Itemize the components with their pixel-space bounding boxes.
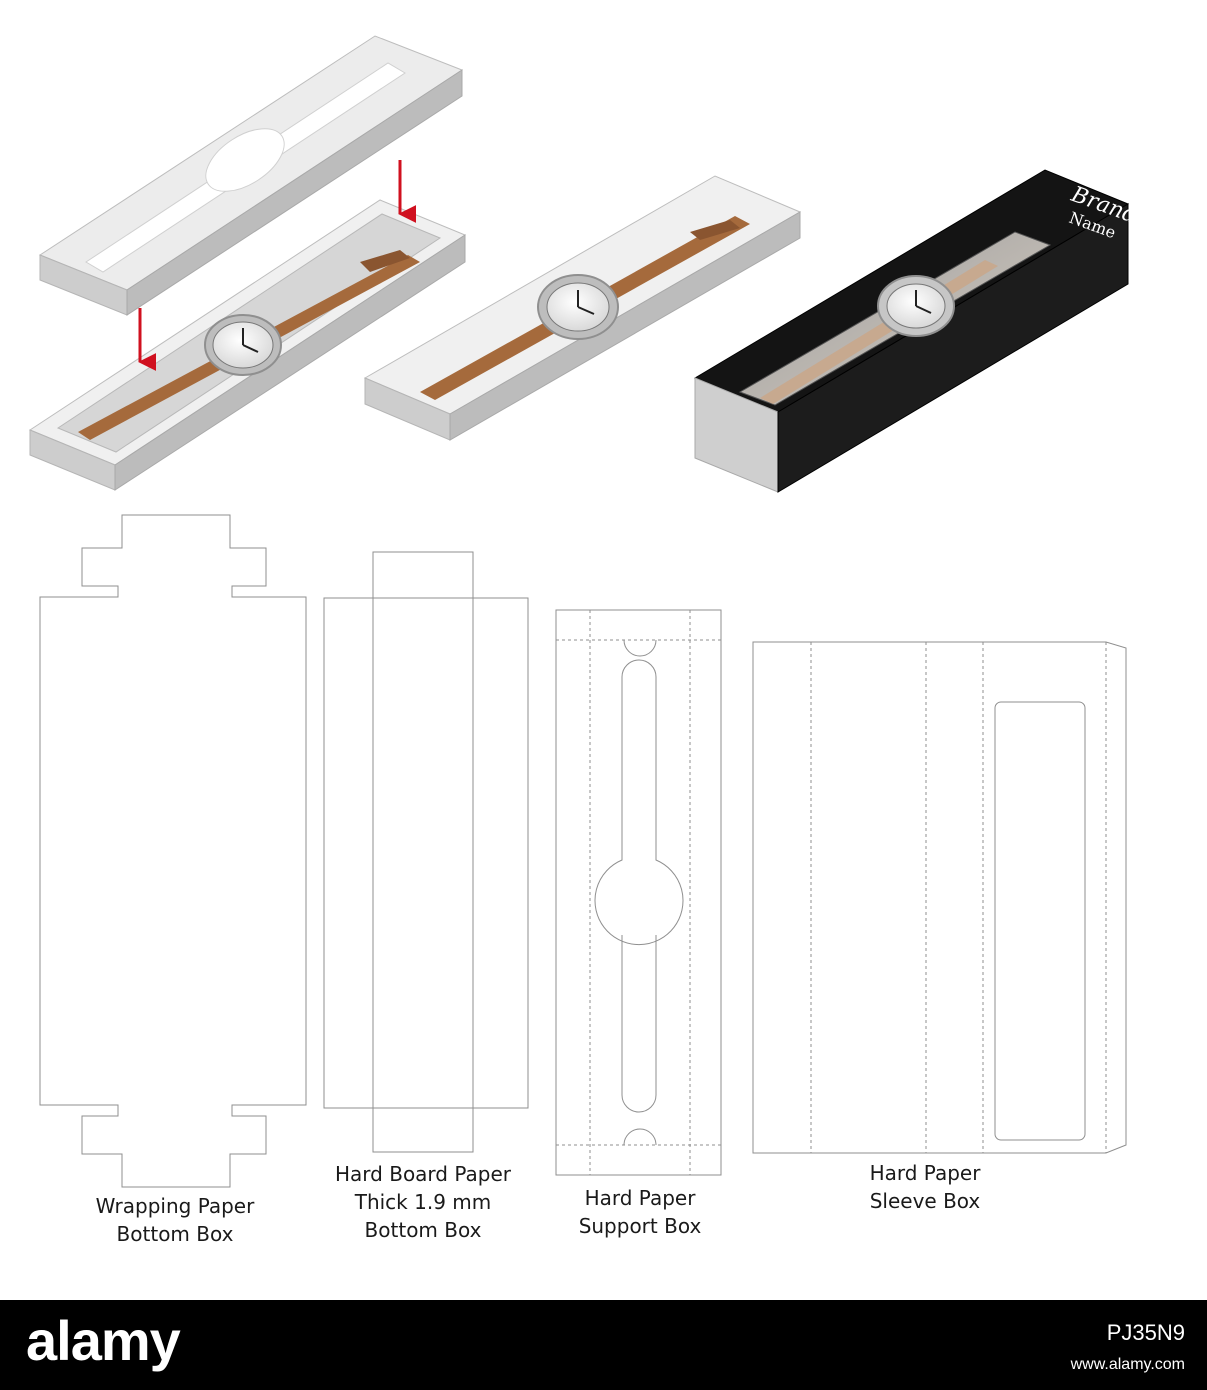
caption-line: Bottom Box	[116, 1222, 234, 1246]
assembled-support-box	[363, 175, 802, 441]
sleeve-box: Brand Name	[693, 169, 1140, 493]
caption-line: Bottom Box	[364, 1218, 482, 1242]
caption-wrapping-paper: Wrapping Paper Bottom Box	[60, 1192, 290, 1248]
caption-line: Hard Paper	[869, 1161, 981, 1185]
open-bottom-box	[28, 160, 467, 491]
lid-watch-cutout	[205, 128, 285, 192]
caption-line: Thick 1.9 mm	[354, 1190, 492, 1214]
watch-face	[204, 314, 282, 376]
caption-sleeve-box: Hard Paper Sleeve Box	[830, 1159, 1020, 1215]
support-watch-face	[537, 274, 619, 340]
lid-box	[38, 35, 464, 316]
watermark-url: www.alamy.com	[1070, 1356, 1185, 1373]
sleeve-window-cutout	[994, 701, 1086, 1141]
watermark-image-id: PJ35N9	[1106, 1320, 1185, 1345]
caption-line: Wrapping Paper	[95, 1194, 255, 1218]
dieline-support-box	[555, 609, 722, 1176]
watermark-footer: alamy PJ35N9 www.alamy.com	[0, 1300, 1207, 1390]
caption-line: Sleeve Box	[869, 1189, 981, 1213]
dieline-wrapping-paper	[39, 514, 307, 1188]
caption-line: Support Box	[578, 1214, 702, 1238]
sleeve-watch-face	[877, 275, 955, 337]
support-strap-cutout	[594, 659, 684, 946]
dieline-hard-board	[323, 551, 529, 1153]
illustration-canvas: Brand Name	[28, 35, 1140, 1188]
caption-support-box: Hard Paper Support Box	[545, 1184, 735, 1240]
dieline-sleeve-box	[752, 641, 1127, 1154]
caption-line: Hard Paper	[584, 1186, 696, 1210]
caption-line: Hard Board Paper	[335, 1162, 511, 1186]
caption-hard-board: Hard Board Paper Thick 1.9 mm Bottom Box	[318, 1160, 528, 1244]
watermark-logo: alamy	[26, 1309, 181, 1372]
